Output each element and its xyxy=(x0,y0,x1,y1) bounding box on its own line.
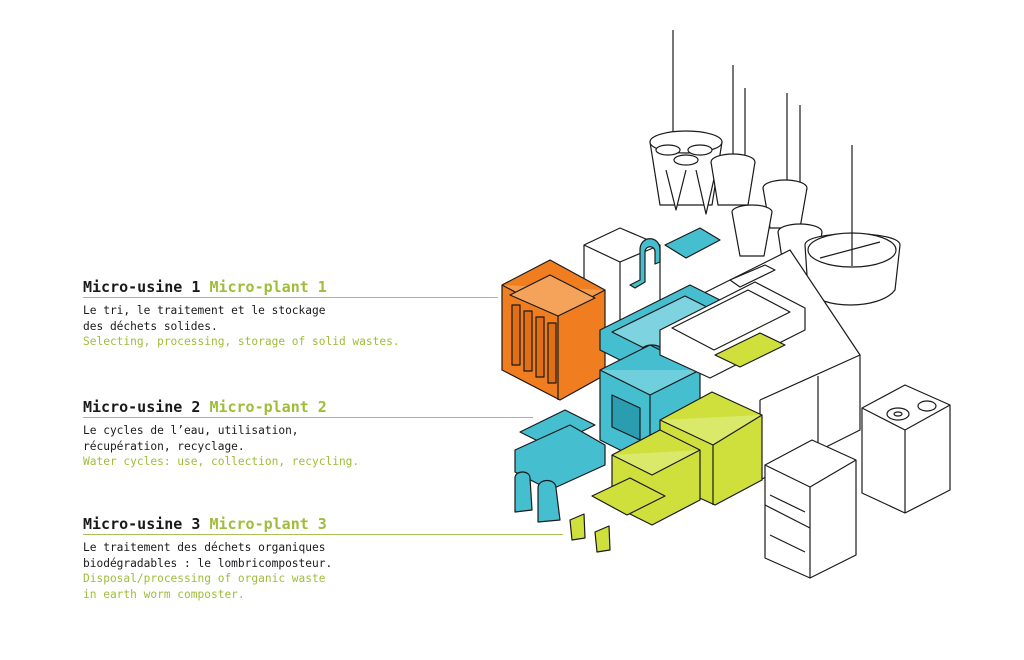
legend-rule-2 xyxy=(83,417,533,418)
legend-title-2: Micro-usine 2 Micro-plant 2 xyxy=(83,398,359,416)
legend-rule-1 xyxy=(83,297,498,298)
micro-plant-2-parts xyxy=(514,409,606,523)
worm-composter-pots xyxy=(569,513,611,553)
micro-plant-3-unit xyxy=(591,391,763,526)
faucet xyxy=(629,227,721,289)
legend-fr-desc-3: Le traitement des déchets organiques bio… xyxy=(83,541,333,570)
legend-en-desc-1: Selecting, processing, storage of solid … xyxy=(83,335,400,348)
legend-micro-plant-1: Micro-usine 1 Micro-plant 1 Le tri, le t… xyxy=(83,278,498,350)
drawer-cabinet xyxy=(764,439,857,579)
micro-plant-1-unit xyxy=(501,259,606,401)
legend-en-title-2: Micro-plant 2 xyxy=(209,398,327,416)
white-tray xyxy=(659,264,806,379)
legend-title-1: Micro-usine 1 Micro-plant 1 xyxy=(83,278,400,296)
legend-en-title-3: Micro-plant 3 xyxy=(209,515,327,533)
legend-rule-3 xyxy=(83,534,563,535)
legend-micro-plant-2: Micro-usine 2 Micro-plant 2 Le cycles de… xyxy=(83,398,533,470)
legend-fr-title-3: Micro-usine 3 xyxy=(83,515,201,533)
legend-en-title-1: Micro-plant 1 xyxy=(209,278,327,296)
legend-title-3: Micro-usine 3 Micro-plant 3 xyxy=(83,515,332,533)
stove-box xyxy=(861,384,951,514)
legend-en-desc-2: Water cycles: use, collection, recycling… xyxy=(83,455,360,468)
legend-fr-title-2: Micro-usine 2 xyxy=(83,398,201,416)
plant-rods xyxy=(672,30,853,240)
legend-en-desc-3: Disposal/processing of organic waste in … xyxy=(83,572,326,601)
legend-fr-desc-1: Le tri, le traitement et le stockage des… xyxy=(83,304,326,333)
planter-cones xyxy=(649,130,723,215)
legend-micro-plant-3: Micro-usine 3 Micro-plant 3 Le traitemen… xyxy=(83,515,563,602)
bowl-planters xyxy=(710,153,901,306)
legend-fr-title-1: Micro-usine 1 xyxy=(83,278,201,296)
legend-fr-desc-2: Le cycles de l’eau, utilisation, récupér… xyxy=(83,424,299,453)
